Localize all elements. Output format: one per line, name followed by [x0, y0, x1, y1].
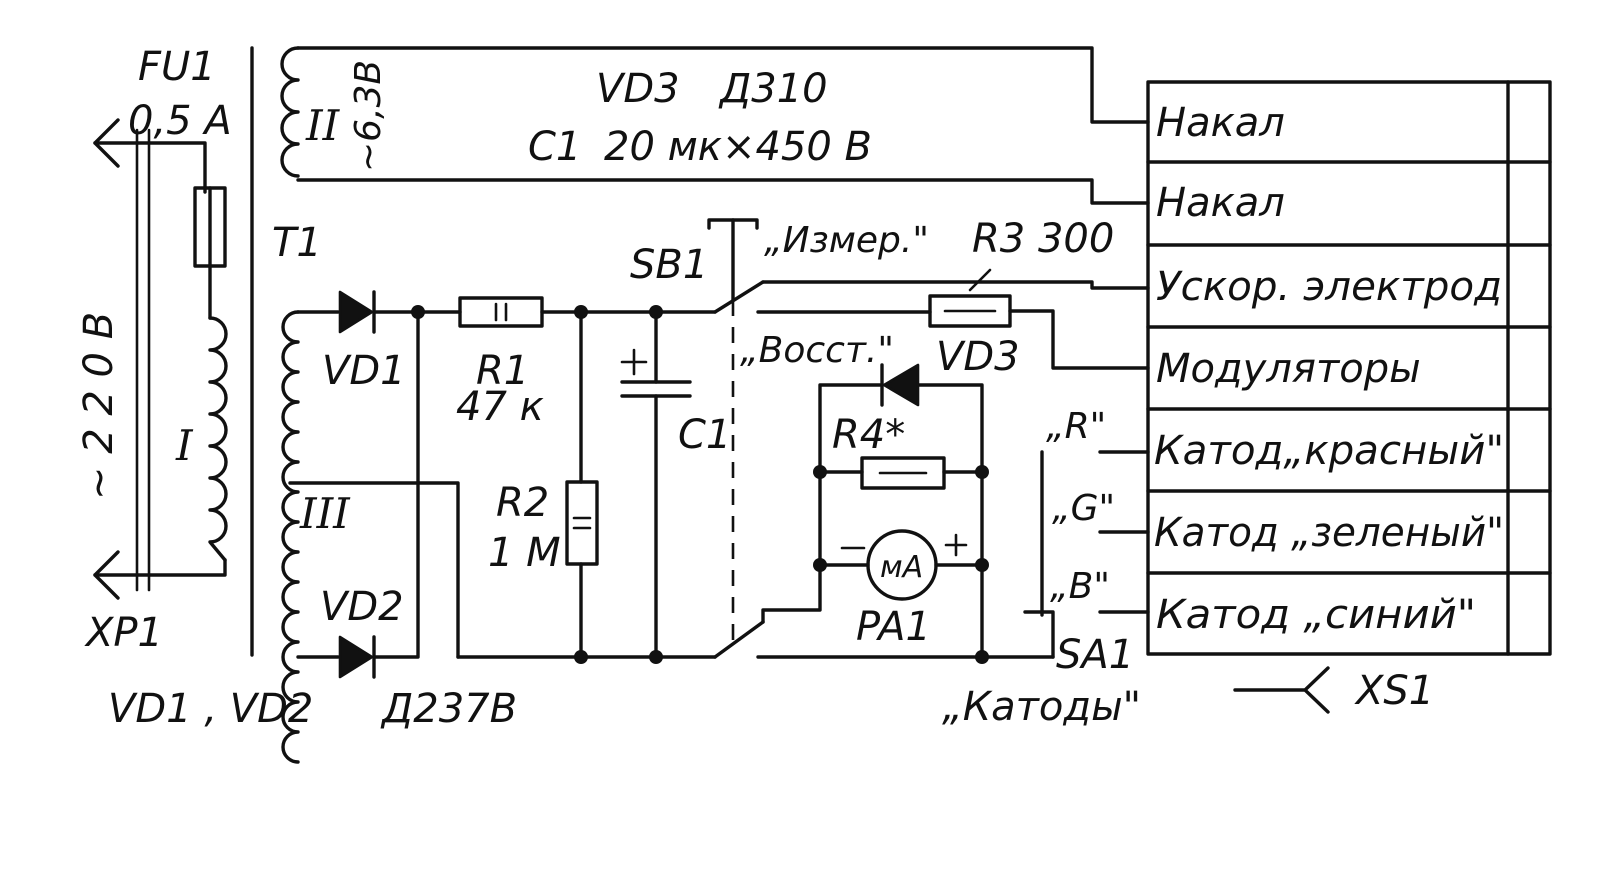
mains-wire-top — [93, 141, 207, 194]
pin-label-modulators: Модуляторы — [1156, 346, 1421, 392]
junction-dot — [975, 650, 989, 664]
label-vd3-note-name: VD3 — [596, 66, 680, 112]
label-sa1: SA1 — [1056, 632, 1134, 678]
label-xp1: XP1 — [84, 610, 163, 656]
label-sa1-caption: „Катоды" — [942, 684, 1141, 730]
label-winding-2-voltage: ~6,3В — [348, 60, 389, 172]
diode-vd1-triangle — [338, 290, 374, 334]
label-xs1: XS1 — [1354, 668, 1434, 714]
label-sb1-measure: „Измер." — [764, 220, 929, 261]
diode-vd2-triangle — [338, 635, 374, 679]
capacitor-c1 — [620, 310, 692, 659]
label-c1-note-name: C1 — [528, 124, 581, 170]
label-fu1-rating: 0,5 A — [128, 98, 232, 144]
heater-wire-bottom — [296, 178, 1150, 205]
label-c1-note-value: 20 мк×450 В — [604, 124, 872, 170]
junction-dot — [813, 558, 827, 572]
label-r3: R3 300 — [972, 216, 1114, 262]
fuse-fu1 — [193, 186, 227, 320]
hv-winding — [281, 310, 460, 764]
resistor-r1-body — [458, 296, 544, 328]
switch-sb1 — [707, 218, 1150, 659]
label-vd3-note-type: Д310 — [718, 66, 828, 112]
socket-symbol — [1233, 666, 1330, 714]
network-left-rail — [818, 383, 882, 567]
junction-dots — [411, 305, 989, 664]
pin-label-heater-2: Накал — [1156, 180, 1285, 226]
pin-label-cathode-blue: Катод „синий" — [1156, 592, 1476, 638]
selector-sa1-common — [1023, 610, 1055, 659]
accel-electrode-wire — [761, 280, 1150, 290]
label-sb1: SB1 — [630, 242, 708, 288]
resistor-r2 — [565, 310, 599, 659]
junction-dot — [574, 305, 588, 319]
label-pa1: PA1 — [856, 604, 931, 650]
mains-wire-bottom — [93, 558, 227, 577]
junction-dot — [649, 650, 663, 664]
resistor-r2-body — [565, 480, 599, 566]
label-winding-1: I — [175, 421, 194, 470]
junction-dot — [813, 465, 827, 479]
diode-vd1 — [338, 290, 420, 334]
label-c1: C1 — [678, 412, 731, 458]
pin-label-heater-1: Накал — [1156, 100, 1285, 146]
label-winding-2: II — [305, 101, 341, 150]
primary-winding — [208, 316, 228, 562]
hv-coil — [281, 310, 300, 764]
label-sa1-r: „R" — [1046, 406, 1106, 447]
connector-xs1-body — [1146, 80, 1552, 656]
heater-wire-top — [296, 46, 1150, 124]
pin-label-accel-electrode: Ускор. электрод — [1156, 264, 1502, 310]
label-fu1: FU1 — [138, 44, 216, 90]
diode-vd2 — [338, 310, 420, 679]
junction-dot — [975, 465, 989, 479]
modulator-wire — [1008, 309, 1150, 370]
meter-feed-wire — [761, 563, 822, 624]
label-vd2: VD2 — [320, 584, 404, 630]
label-vd3: VD3 — [936, 334, 1020, 380]
junction-dot — [649, 305, 663, 319]
resistor-r3-pointer — [968, 268, 992, 292]
label-t1: T1 — [272, 220, 322, 266]
label-mains-voltage: ~ 2 2 0 В — [76, 312, 122, 500]
switch-sb1-contact-bottom — [713, 620, 765, 659]
connector-xs1 — [1146, 80, 1552, 714]
label-r2: R2 — [496, 480, 549, 526]
heater-winding — [280, 46, 1150, 205]
junction-dot — [975, 558, 989, 572]
primary-coil — [208, 316, 228, 562]
label-r1-value: 47 к — [456, 384, 544, 430]
junction-dot — [411, 305, 425, 319]
selector-sa1 — [1023, 450, 1150, 659]
diode-vd2-wire — [372, 310, 420, 659]
label-diode-note-names: VD1 , VD2 — [108, 686, 313, 732]
plug-pin-top — [93, 118, 120, 168]
label-r1: R1 — [476, 348, 529, 394]
hv-center-tap — [288, 481, 460, 659]
pin-label-cathode-green: Катод „зеленый" — [1154, 510, 1504, 556]
label-meter-unit: мА — [880, 550, 923, 585]
label-vd1: VD1 — [322, 348, 406, 394]
switch-sb1-contact-top — [713, 280, 765, 314]
pin-label-cathode-red: Катод„красный" — [1154, 428, 1504, 474]
label-sa1-b: „B" — [1050, 566, 1110, 607]
label-sa1-g: „G" — [1052, 488, 1115, 529]
heater-coil — [280, 46, 300, 178]
plug-pin-bottom — [93, 550, 120, 600]
resistor-r3 — [928, 268, 1150, 370]
diode-vd3-triangle — [882, 363, 920, 407]
label-r2-value: 1 М — [488, 530, 561, 576]
label-winding-3: III — [299, 489, 351, 538]
mains-input — [93, 118, 227, 600]
resistor-r1 — [416, 296, 717, 328]
label-sb1-restore: „Восст." — [740, 330, 894, 371]
junction-dot — [574, 650, 588, 664]
label-diode-note-type: Д237В — [380, 686, 517, 732]
label-r4: R4* — [832, 412, 905, 458]
